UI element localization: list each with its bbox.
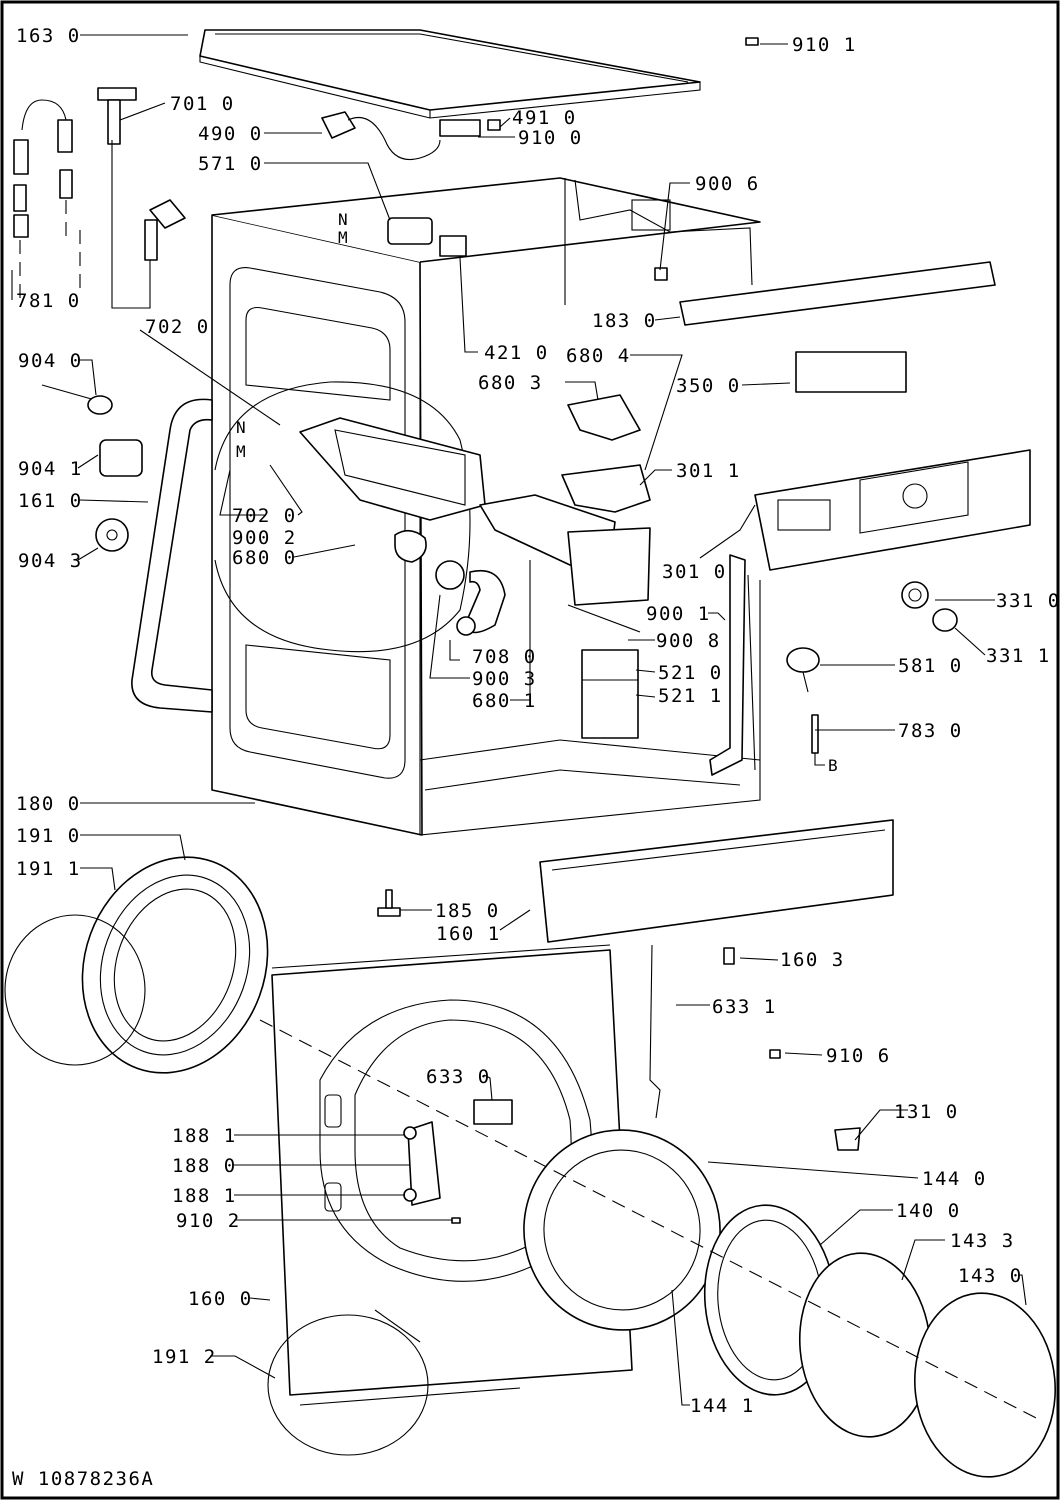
- part-dispenser-hose: [435, 560, 506, 636]
- part-door-outer: [914, 1292, 1056, 1478]
- label-301-1: 301 1: [676, 460, 741, 482]
- label-301-0: 301 0: [662, 561, 727, 583]
- label-180-0: 180 0: [16, 793, 81, 815]
- label-910-2: 910 2: [176, 1210, 241, 1232]
- label-491-0: 491 0: [512, 107, 577, 129]
- part-cabinet: [211, 177, 761, 836]
- letter-n-lower: N: [236, 418, 246, 437]
- label-188-0: 188 0: [172, 1155, 237, 1177]
- drawing-id: W 10878236A: [12, 1468, 154, 1490]
- part-counterweight-fixing: [41, 384, 143, 552]
- label-904-3: 904 3: [18, 550, 83, 572]
- label-188-1a: 188 1: [172, 1125, 237, 1147]
- part-control-panel: [754, 449, 1031, 571]
- label-900-1: 900 1: [646, 603, 711, 625]
- label-708-0: 708 0: [472, 646, 537, 668]
- letter-m-lower: M: [236, 442, 246, 461]
- label-331-0: 331 0: [996, 590, 1060, 612]
- label-521-0: 521 0: [658, 662, 723, 684]
- part-dispenser-drawer: [479, 394, 651, 606]
- label-163-0: 163 0: [16, 25, 81, 47]
- label-521-1: 521 1: [658, 685, 723, 707]
- label-143-3: 143 3: [950, 1230, 1015, 1252]
- label-781-0: 781 0: [16, 290, 81, 312]
- part-plinth: [539, 819, 894, 943]
- axis-line: [259, 1019, 1041, 1421]
- label-680-1: 680 1: [472, 690, 537, 712]
- label-633-1: 633 1: [712, 996, 777, 1018]
- label-910-1: 910 1: [792, 34, 857, 56]
- letter-m-upper: M: [338, 228, 348, 247]
- part-labels: 163 0 910 1 701 0 490 0 491 0 910 0 571 …: [12, 25, 1060, 1490]
- label-191-0: 191 0: [16, 825, 81, 847]
- part-control-rail: [679, 261, 996, 326]
- part-door-bellows: [4, 856, 429, 1456]
- part-electronic-module: [567, 604, 641, 739]
- label-783-0: 783 0: [898, 720, 963, 742]
- label-680-0: 680 0: [232, 547, 297, 569]
- label-900-6: 900 6: [695, 173, 760, 195]
- part-mains-cable: [321, 111, 501, 161]
- label-633-0: 633 0: [426, 1066, 491, 1088]
- letter-n-upper: N: [338, 210, 348, 229]
- part-light-pipe: [811, 714, 819, 754]
- label-701-0: 701 0: [170, 93, 235, 115]
- label-421-0: 421 0: [484, 342, 549, 364]
- label-161-0: 161 0: [18, 490, 83, 512]
- letter-b: B: [828, 756, 838, 775]
- part-knob-ring: [901, 581, 958, 632]
- label-910-0: 910 0: [518, 127, 583, 149]
- label-490-0: 490 0: [198, 123, 263, 145]
- label-191-2: 191 2: [152, 1346, 217, 1368]
- label-571-0: 571 0: [198, 153, 263, 175]
- label-904-1: 904 1: [18, 458, 83, 480]
- leader-lines: [11, 34, 1027, 1406]
- part-pressure-switch: [786, 647, 820, 693]
- part-top-lid: [199, 29, 701, 119]
- part-door-frame: [523, 1129, 721, 1331]
- label-188-1b: 188 1: [172, 1185, 237, 1207]
- label-680-4: 680 4: [566, 345, 631, 367]
- label-191-1: 191 1: [16, 858, 81, 880]
- part-electronic-board: [795, 351, 907, 393]
- label-900-8: 900 8: [656, 630, 721, 652]
- label-680-3: 680 3: [478, 372, 543, 394]
- label-183-0: 183 0: [592, 310, 657, 332]
- label-160-1: 160 1: [436, 923, 501, 945]
- label-900-2: 900 2: [232, 527, 297, 549]
- part-small-fasteners: [451, 37, 861, 1224]
- label-144-0: 144 0: [922, 1168, 987, 1190]
- label-702-0: 702 0: [145, 316, 210, 338]
- label-900-3: 900 3: [472, 668, 537, 690]
- label-160-3: 160 3: [780, 949, 845, 971]
- label-702-0b: 702 0: [232, 505, 297, 527]
- label-160-0: 160 0: [188, 1288, 253, 1310]
- label-904-0: 904 0: [18, 350, 83, 372]
- part-cabinet-brace: [131, 398, 213, 713]
- part-dispenser-housing: [299, 417, 486, 563]
- label-185-0: 185 0: [435, 900, 500, 922]
- label-910-6: 910 6: [826, 1045, 891, 1067]
- label-350-0: 350 0: [676, 375, 741, 397]
- label-581-0: 581 0: [898, 655, 963, 677]
- part-wiring-harness: [709, 554, 756, 776]
- part-interference-filter: [387, 217, 467, 257]
- part-inlet-hose: [13, 99, 81, 300]
- label-140-0: 140 0: [896, 1200, 961, 1222]
- label-144-1: 144 1: [690, 1395, 755, 1417]
- label-131-0: 131 0: [894, 1101, 959, 1123]
- part-shock-pin: [97, 87, 186, 261]
- label-143-0: 143 0: [958, 1265, 1023, 1287]
- part-foot: [377, 889, 401, 917]
- label-331-1: 331 1: [986, 645, 1051, 667]
